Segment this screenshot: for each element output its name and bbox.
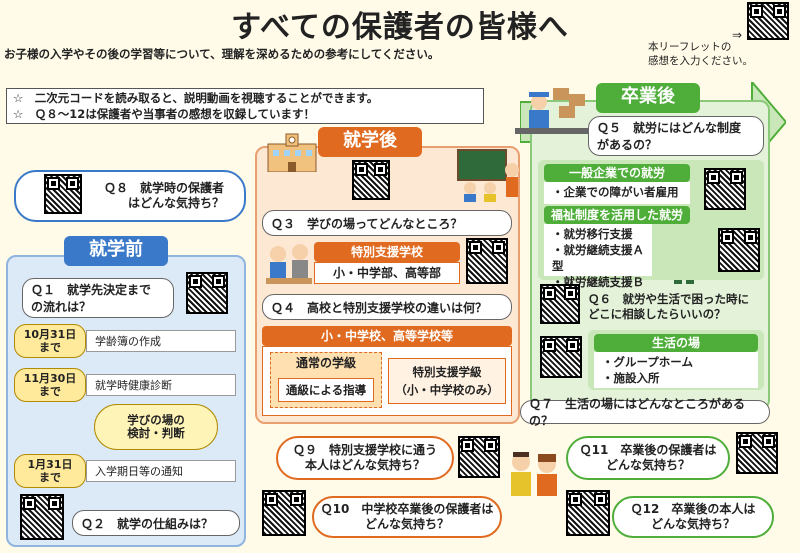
examination-oval: 学びの場の 検討・判断 bbox=[94, 404, 218, 450]
living-list: ・グループホーム ・施設入所 bbox=[594, 352, 758, 388]
q1-qr-code[interactable] bbox=[186, 272, 228, 314]
q9-qr-code[interactable] bbox=[458, 436, 500, 478]
q10-line-2: どんな気持ち？ bbox=[364, 517, 449, 531]
q5-line-2: があるの？ bbox=[597, 138, 658, 152]
task-health-check: 就学時健康診断 bbox=[86, 374, 236, 396]
q1-line-2: の流れは？ bbox=[31, 300, 92, 314]
q8-qr-code[interactable] bbox=[44, 174, 82, 214]
general-employment-header: 一般企業での就労 bbox=[544, 164, 690, 182]
classroom-illustration bbox=[457, 149, 519, 202]
feedback-line-1: 本リーフレットの bbox=[648, 41, 732, 53]
q9-cloud[interactable]: Ｑ９ 特別支援学校に通う 本人はどんな気持ち？ bbox=[276, 436, 454, 480]
q4-qr-code-a[interactable] bbox=[466, 238, 508, 284]
feedback-label: 本リーフレットの 感想を入力ください。 bbox=[648, 40, 753, 68]
welfare-employment-header: 福祉制度を活用した就労 bbox=[544, 206, 690, 224]
deadline-jan31-date: 1月31日 bbox=[27, 458, 73, 471]
page-title: すべての保護者の皆様へ bbox=[231, 10, 569, 45]
page-subtitle: お子様の入学やその後の学習等について、理解を深めるための参考にしてください。 bbox=[4, 47, 440, 61]
q6-text[interactable]: Ｑ６ 就労や生活で困った時に どこに相談したらいいの？ bbox=[588, 292, 764, 322]
q4-box[interactable]: Ｑ４ 高校と特別支援学校の違いは何？ bbox=[262, 294, 512, 320]
q11-qr-code[interactable] bbox=[736, 432, 778, 474]
deadline-nov30-date: 11月30日 bbox=[23, 372, 77, 385]
normal-class-label: 通常の学級 bbox=[295, 356, 356, 370]
deadline-oct31-date: 10月31日 bbox=[23, 328, 77, 341]
living-item-2: ・施設入所 bbox=[602, 371, 660, 385]
special-class-line-1: 特別支援学級 bbox=[412, 365, 482, 379]
q6-line-1: Ｑ６ 就労や生活で困った時に bbox=[588, 292, 749, 306]
section-header-during: 就学後 bbox=[318, 127, 422, 157]
welfare-employment-list: ・就労移行支援 ・就労継続支援Ａ型 ・就労継続支援Ｂ型 bbox=[544, 224, 652, 305]
q6-line-2: どこに相談したらいいの？ bbox=[588, 307, 726, 321]
family-illustration bbox=[511, 452, 557, 496]
q12-line-1: Ｑ12 卒業後の本人は bbox=[630, 502, 756, 516]
notes-box: ☆ 二次元コードを読み取ると、説明動画を視聴することができます。 ☆ Ｑ８～12… bbox=[6, 88, 484, 124]
deadline-nov30-made: まで bbox=[39, 385, 61, 398]
deadline-nov30: 11月30日 まで bbox=[14, 368, 86, 402]
q3-qr-code[interactable] bbox=[352, 160, 390, 200]
q7-box[interactable]: Ｑ７ 生活の場にはどんなところがあるの？ bbox=[520, 397, 770, 428]
q7-qr-code[interactable] bbox=[540, 336, 582, 378]
examination-line-2: 検討・判断 bbox=[127, 426, 185, 440]
special-school-body: 小・中学部、高等部 bbox=[314, 262, 460, 284]
q3-box[interactable]: Ｑ３ 学びの場ってどんなところ？ bbox=[262, 210, 512, 236]
q12-line-2: どんな気持ち？ bbox=[650, 517, 735, 531]
q5-qr-code[interactable] bbox=[704, 168, 746, 210]
q8-line-1: Ｑ８ 就学時の保護者 bbox=[103, 181, 224, 195]
special-class-box: 特別支援学級 （小・中学校のみ） bbox=[388, 358, 506, 404]
q1-box[interactable]: Ｑ１ 就学先決定まで の流れは？ bbox=[22, 278, 174, 318]
q10-line-1: Ｑ10 中学校卒業後の保護者は bbox=[320, 502, 494, 516]
q12-cloud[interactable]: Ｑ12 卒業後の本人は どんな気持ち？ bbox=[612, 496, 774, 538]
feedback-qr-code[interactable] bbox=[747, 2, 789, 40]
note-2: ☆ Ｑ８～12は保護者や当事者の感想を収録しています！ bbox=[13, 107, 315, 121]
special-class-line-2: （小・中学校のみ） bbox=[395, 383, 499, 397]
task-notification: 入学期日等の通知 bbox=[86, 460, 236, 482]
q6-qr-code[interactable] bbox=[540, 284, 580, 324]
q5-box[interactable]: Ｑ５ 就労にはどんな制度 があるの？ bbox=[588, 116, 764, 156]
q10-cloud[interactable]: Ｑ10 中学校卒業後の保護者は どんな気持ち？ bbox=[312, 496, 502, 538]
school-building-icon bbox=[267, 133, 317, 172]
note-1: ☆ 二次元コードを読み取ると、説明動画を視聴することができます。 bbox=[13, 91, 379, 105]
q10-qr-code[interactable] bbox=[262, 490, 306, 536]
tsukyu-label: 通級による指導 bbox=[278, 378, 374, 402]
study-illustration bbox=[266, 244, 312, 284]
schools-header: 小・中学校、高等学校等 bbox=[262, 326, 512, 346]
q12-qr-code[interactable] bbox=[566, 490, 610, 536]
q2-box[interactable]: Ｑ２ 就学の仕組みは？ bbox=[72, 510, 240, 536]
q5-qr-code-b[interactable] bbox=[718, 228, 760, 272]
section-header-after: 卒業後 bbox=[596, 83, 700, 113]
q8-line-2: はどんな気持ち？ bbox=[127, 196, 224, 210]
welfare-item-1: ・就労移行支援 bbox=[552, 227, 633, 241]
factory-worker-illustration bbox=[515, 88, 589, 134]
special-school-header: 特別支援学校 bbox=[314, 242, 460, 262]
q1-line-1: Ｑ１ 就学先決定まで bbox=[31, 283, 152, 297]
section-header-before: 就学前 bbox=[64, 236, 168, 266]
q9-line-1: Ｑ９ 特別支援学校に通う bbox=[292, 443, 437, 457]
living-header: 生活の場 bbox=[594, 334, 758, 352]
examination-line-1: 学びの場の bbox=[127, 413, 185, 427]
living-item-1: ・グループホーム bbox=[602, 355, 693, 369]
q2-qr-code[interactable] bbox=[20, 494, 64, 540]
deadline-oct31: 10月31日 まで bbox=[14, 324, 86, 358]
q5-line-1: Ｑ５ 就労にはどんな制度 bbox=[597, 121, 742, 135]
q9-line-2: 本人はどんな気持ち？ bbox=[304, 458, 425, 472]
q11-line-1: Ｑ11 卒業後の保護者は bbox=[579, 443, 717, 457]
deadline-jan31: 1月31日 まで bbox=[14, 454, 86, 488]
welfare-item-2: ・就労継続支援Ａ型 bbox=[552, 243, 644, 273]
deadline-jan31-made: まで bbox=[39, 471, 61, 484]
general-employment-item: ・企業での障がい者雇用 bbox=[544, 182, 690, 204]
deadline-oct31-made: まで bbox=[39, 341, 61, 354]
feedback-line-2: 感想を入力ください。 bbox=[648, 55, 753, 67]
task-gakureibo: 学齢簿の作成 bbox=[86, 330, 236, 352]
q11-line-2: どんな気持ち？ bbox=[605, 458, 690, 472]
q11-cloud[interactable]: Ｑ11 卒業後の保護者は どんな気持ち？ bbox=[566, 436, 730, 480]
arrow-right-icon: ⇒ bbox=[732, 28, 743, 42]
